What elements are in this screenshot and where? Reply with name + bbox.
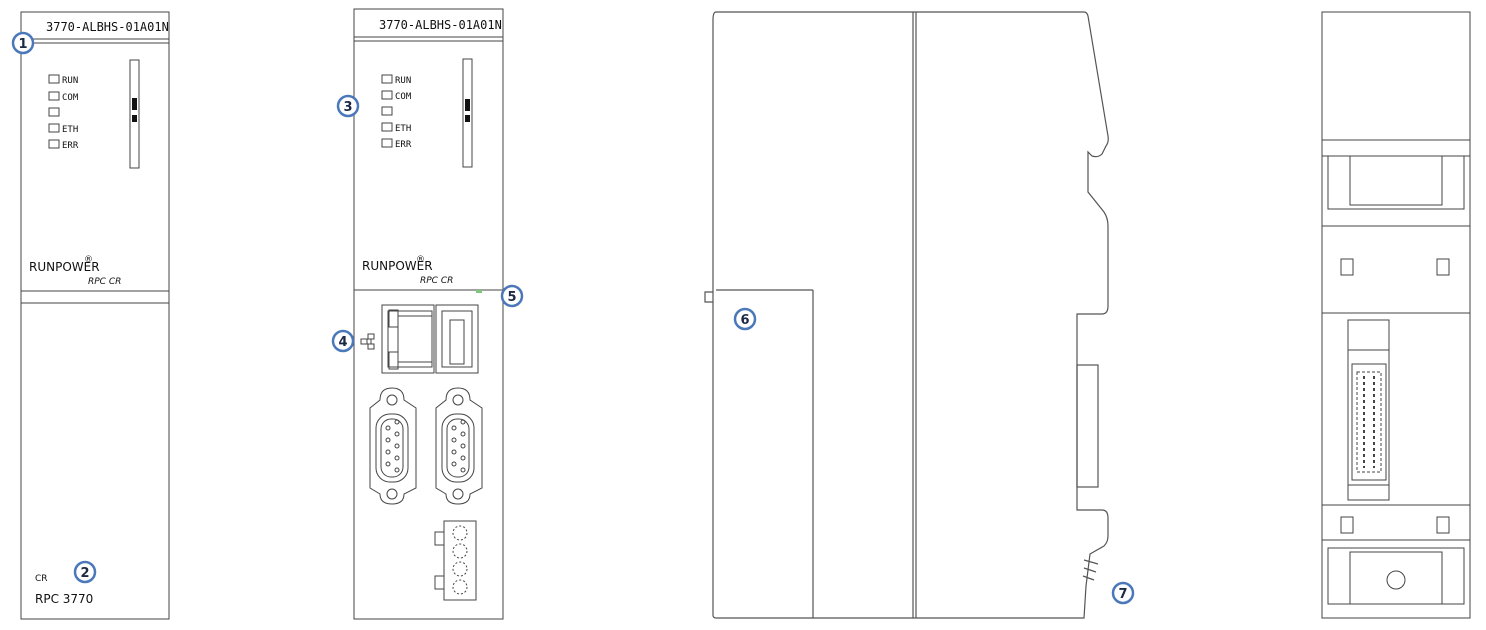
callout-7: 7: [1111, 581, 1135, 605]
svg-text:7: 7: [1118, 587, 1127, 602]
front-brand-mark: ®: [84, 255, 93, 265]
front-view-body: [20, 11, 170, 620]
usb-port: [435, 304, 479, 374]
svg-text:3: 3: [343, 100, 352, 115]
link-indicator-icon: [476, 290, 482, 293]
serial-port-2: [435, 387, 483, 505]
ports-view-body: [353, 8, 504, 620]
ports-led-err-label: ERR: [395, 140, 412, 150]
ports-model-label: 3770-ALBHS-01A01N: [379, 18, 502, 32]
ports-led-com-label: COM: [395, 92, 412, 102]
callouts: 1 2 3 4 5 6 7: [11, 31, 1135, 605]
svg-text:1: 1: [18, 37, 27, 52]
callout-6: 6: [733, 307, 757, 331]
front-sub-brand: RPC CR: [88, 277, 121, 287]
front-bottom-small: CR: [35, 574, 48, 584]
ribbon-connector: [1347, 319, 1390, 501]
network-icon: [360, 333, 375, 350]
end-screw-icon: [1386, 570, 1406, 590]
serial-port-1: [369, 387, 417, 505]
ports-view: [353, 8, 504, 620]
led-blank-icon: [48, 107, 60, 117]
front-led-eth-label: ETH: [62, 125, 78, 135]
front-view: [20, 11, 170, 620]
front-led-err-label: ERR: [62, 141, 79, 151]
callout-5: 5: [500, 284, 524, 308]
svg-text:5: 5: [507, 290, 516, 305]
front-led-com-label: COM: [62, 93, 79, 103]
end-view-body: [1321, 11, 1471, 619]
led-err-icon: [48, 139, 60, 149]
ports-sub-brand: RPC CR: [420, 276, 453, 286]
side-view-outline: [712, 11, 1109, 619]
ports-led-run-label: RUN: [395, 76, 411, 86]
end-view: [1321, 11, 1471, 619]
ports-brand-mark: ®: [416, 255, 425, 265]
svg-text:4: 4: [338, 335, 347, 350]
front-brand-label: RUNPOWER: [29, 260, 100, 274]
led-run-icon: [48, 74, 60, 84]
callout-3: 3: [336, 94, 360, 118]
ethernet-port: [381, 304, 435, 374]
front-led-run-label: RUN: [62, 76, 78, 86]
svg-text:6: 6: [740, 313, 749, 328]
ports-status-window: [462, 58, 473, 168]
callout-2: 2: [73, 560, 97, 584]
front-bottom-label: RPC 3770: [35, 592, 93, 606]
ports-brand-label: RUNPOWER: [362, 259, 433, 273]
led-com-icon: [48, 91, 60, 101]
callout-1: 1: [11, 31, 35, 55]
side-rail-clip: [1076, 364, 1099, 488]
led-eth-icon: [48, 123, 60, 133]
callout-4: 4: [331, 329, 355, 353]
side-view: [704, 11, 1109, 619]
svg-text:2: 2: [80, 566, 89, 581]
front-model-label: 3770-ALBHS-01A01N: [46, 20, 169, 34]
status-window: [129, 59, 140, 169]
power-terminal: [434, 520, 477, 601]
ports-led-eth-label: ETH: [395, 124, 411, 134]
